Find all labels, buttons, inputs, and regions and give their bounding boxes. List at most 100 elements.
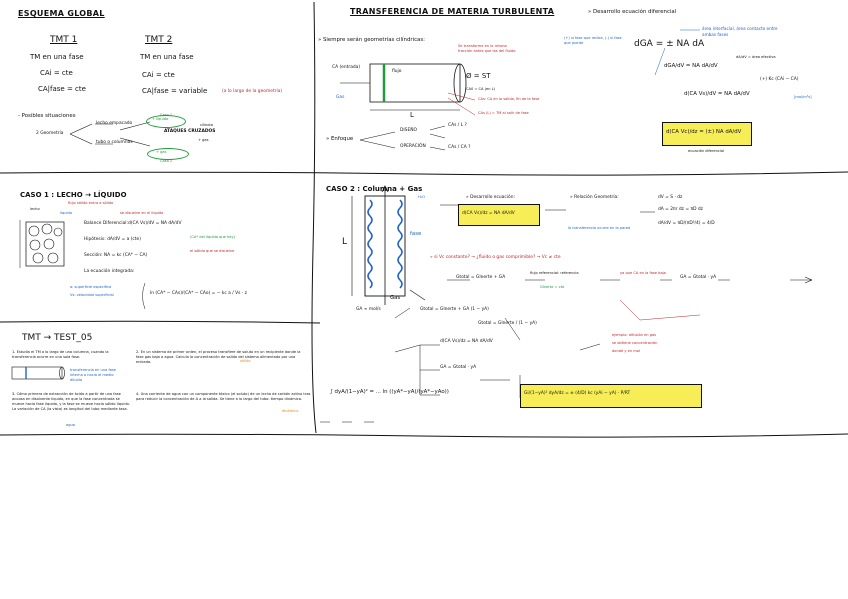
- test-side: transferencia en una fase interna o haci…: [70, 368, 117, 382]
- caso1-sim1: flujo sólido entra a sólido: [68, 201, 114, 205]
- caso2-int: ∫ dyA/(1−yA)² = ... ln ((yA*−yA)/(yA*−yA…: [330, 389, 449, 395]
- transfer-phi: Ø = ST: [466, 72, 491, 80]
- caso2-vc-line: » si Vc constante? → ¿fluido o gas compr…: [430, 255, 561, 260]
- transfer-note4: CAs (L) = TM al salir de fase: [478, 111, 529, 115]
- posibles-label: - Posibles situaciones: [18, 113, 76, 119]
- caso2-sub: Gtotal = GInerte + GA (1 − yA): [420, 307, 489, 312]
- tmt2-note: (a lo largo de la geometría): [222, 89, 283, 94]
- transfer-L: L: [410, 111, 414, 119]
- caso2-boxfinal-eq: Gi/(1−yA)² dyA/dz = ± (4/D) kc (yAi − yA…: [524, 391, 631, 396]
- caso1-tag: Caso 1: [160, 113, 173, 117]
- caso2-boxfinal: [520, 384, 702, 408]
- global-heading: ESQUEMA GLOBAL: [18, 9, 105, 18]
- caso2-desarrollo: » Desarrollo ecuación:: [466, 195, 515, 200]
- caso1-green: (CA* del líquido que hay): [190, 235, 236, 239]
- transfer-diseno: DISEÑO: [400, 128, 417, 133]
- caso2-h2o: H₂O: [418, 195, 425, 199]
- caso2-chain: Gtotal = GInerte / (1 − yA): [478, 321, 537, 326]
- test-p2: 2. En un sistema de primer orden, el pro…: [136, 350, 301, 364]
- caso1-final: ln (CA* − CAs)/(CA* − CAo) = − kc a / Vs…: [150, 291, 247, 296]
- caso1-b1-eq: d(CA Vs)/dV = NA dA/dV: [128, 221, 182, 226]
- caso1-b2: Hipótesis: dA/dV = a (cte): [84, 237, 141, 242]
- tmt2-fase: TM en una fase: [140, 53, 194, 61]
- caso1-blue1: a: superficie específica: [70, 285, 112, 289]
- caso1-b1: Balance Diferencial:: [84, 221, 128, 226]
- pill-gas: [147, 148, 189, 160]
- test-p3: 3. Cómo primera de extracción de ácido a…: [12, 392, 130, 411]
- diff-box-eq: d(CA Vc)/dz = (±) NA dA/dV: [666, 129, 742, 135]
- transfer-operacion: OPERACIÓN: [400, 144, 426, 149]
- caso2-red3: donde y en mol: [612, 349, 640, 353]
- caso2-note-blue: la transferencia ocurre en la pared: [568, 226, 631, 230]
- caso2-flujo-ref: flujo referencial: referencia: [530, 271, 579, 275]
- test-hl3: agua: [66, 423, 75, 427]
- transfer-flujo: flujo: [392, 69, 402, 74]
- tmt1-fase: TM en una fase: [30, 53, 84, 61]
- transfer-note1: Se transforma en la misma fracción antes…: [458, 44, 516, 53]
- diff-heading: » Desarrollo ecuación diferencial: [588, 9, 677, 15]
- caso2-fase: fase: [410, 231, 422, 237]
- caso2-relacion: » Relación Geometría:: [570, 195, 619, 200]
- transfer-cas-ca: CAs / CA ?: [448, 145, 471, 150]
- caso2-L: L: [342, 237, 348, 247]
- diff-box: [662, 122, 752, 146]
- tmt1-ca-fase: CA|fase = cte: [38, 85, 86, 93]
- tmt2-ca-fase: CA|fase = variable: [142, 87, 208, 95]
- caso2-gas: Gas: [390, 295, 401, 301]
- caso2-hyp: ya que CA en la fase baja: [620, 271, 666, 275]
- caso2-eq-ga: GA = Gtotal · yA: [680, 275, 717, 280]
- ataques-label: ATAQUES CRUZADOS: [164, 129, 216, 134]
- caso2-red1: ejemplo: difusión en gas: [612, 333, 657, 337]
- test-p4: 4. Una corriente de agua con un componen…: [136, 392, 311, 401]
- diff-eq3b: (+) Kc (CAi − CA): [760, 77, 799, 82]
- caso2-box1-eq: d(CA Vs)/dz = NA dA/dV: [462, 211, 515, 216]
- caso1-heading: CASO 1 : LECHO → LÍQUIDO: [20, 191, 127, 199]
- transfer-heading: TRANSFERENCIA DE MATERIA TURBULENTA: [350, 7, 555, 16]
- cilindro-label: cilindro: [200, 123, 214, 127]
- transfer-cas-l: CAs / L ?: [448, 123, 467, 128]
- caso2-row2: GA = Gtotal · yA: [440, 365, 477, 370]
- caso1-red: el sólido que se disuelve: [190, 249, 235, 253]
- transfer-note3: CAs: CA en la salida, fin de la fase: [478, 97, 540, 101]
- transfer-gas: Gas: [336, 95, 345, 100]
- transfer-enfoque: » Enfoque: [326, 136, 354, 142]
- transfer-note2: CA0 = CA (en L): [466, 87, 496, 91]
- tmt1-cai: CAi = cte: [40, 69, 73, 77]
- diff-main: dGA = ± NA dA: [634, 39, 705, 49]
- caso1-b4: La ecuación integrada:: [84, 269, 135, 274]
- caso1-sim2: se disuelve en el líquido: [120, 211, 164, 215]
- transfer-inlet: CA (entrada): [332, 65, 361, 70]
- test-hl2: dinámica: [282, 409, 299, 413]
- caso2-da: dA = 2πr dz = πD dz: [658, 207, 703, 212]
- caso2-heading: CASO 2 : Columna + Gas: [326, 185, 423, 193]
- tmt2-cai: CAi = cte: [142, 71, 175, 79]
- diff-eq2: dGA/dV = NA dA/dV: [664, 63, 718, 69]
- tmt-test-heading: TMT → TEST_05: [22, 333, 93, 343]
- caso1-b3: Sección: NA = kc (CA* − CA): [84, 253, 148, 258]
- gas-label: + gas: [198, 138, 209, 142]
- caso2-red2: se obtiene concentración: [612, 341, 658, 345]
- lecho-label: lecho empacado: [96, 121, 133, 126]
- test-p1: 1. Estudia el TM a lo largo de una colum…: [12, 350, 109, 359]
- geometria-label: 2 Geometría: [36, 131, 64, 136]
- caso2-box1: [458, 204, 540, 226]
- caso2-ratio: dA/dV = πD/(πD²/4) = 4/D: [658, 221, 715, 226]
- test-hl1: sólido: [240, 359, 251, 363]
- pill-gas-label: + gas: [156, 150, 167, 154]
- caso1-lecho: lecho: [30, 207, 40, 211]
- diff-blue-note: área interfacial, área contacto entre am…: [702, 26, 778, 37]
- pill-liquido-label: + líquido: [152, 117, 169, 121]
- tmt2-title: TMT 2: [145, 35, 173, 45]
- caso2-row1: d(CA Vs)/dz = NA dA/dV: [440, 339, 493, 344]
- diff-box-caption: ecuación diferencial: [688, 149, 725, 153]
- diff-eq3: d(CA Vs)/dV = NA dA/dV: [684, 91, 750, 97]
- tubo-label: tubo o columnas: [96, 140, 133, 145]
- caso2-ga: GA ≈ mol/s: [356, 307, 381, 312]
- diff-ar-note: dA/dV = área efectiva: [736, 55, 776, 59]
- diff-sign-note: (+) si fase que recibe, (-) si fase que …: [564, 36, 622, 45]
- caso2-tag: Caso 2: [160, 159, 173, 163]
- caso1-blue2: Vs: velocidad superficial: [70, 293, 114, 297]
- transfer-intro: » Siempre serán geometrías cilíndricas:: [318, 37, 425, 43]
